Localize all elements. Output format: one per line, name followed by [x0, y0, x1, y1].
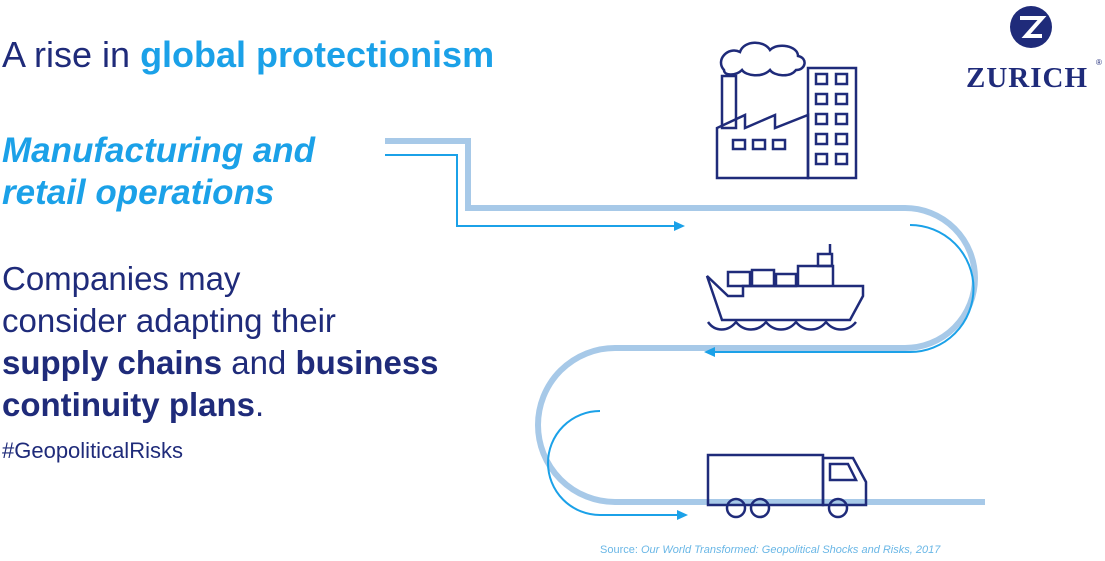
headline: A rise in global protectionism [2, 34, 494, 76]
subhead: Manufacturing and retail operations [2, 130, 315, 214]
source-label: Source: [600, 544, 641, 556]
winding-road [385, 138, 985, 505]
body-and: and [222, 344, 296, 381]
body-line-1: Companies may [2, 260, 241, 297]
ship-icon [705, 244, 865, 331]
headline-highlight: global protectionism [140, 34, 495, 75]
registered-mark: ® [1096, 58, 1102, 67]
body-period: . [255, 386, 265, 423]
factory-icon [715, 41, 858, 180]
source-note: Source: Our World Transformed: Geopoliti… [600, 544, 940, 556]
body-bold-business: business [295, 344, 439, 381]
source-title: Our World Transformed: Geopolitical Shoc… [640, 544, 941, 556]
body-bold-supply-chains: supply chains [2, 344, 223, 381]
zurich-wordmark: ZURICH [966, 62, 1089, 94]
flow-arrows [385, 154, 975, 516]
truck-icon [706, 453, 868, 519]
body-text: Companies may consider adapting their su… [2, 258, 522, 426]
body-line-2: consider adapting their [2, 302, 336, 339]
subhead-line-1: Manufacturing and [2, 131, 316, 170]
hashtag[interactable]: #GeopoliticalRisks [2, 438, 183, 463]
arrowheads [674, 221, 715, 520]
body-bold-continuity-plans: continuity plans [2, 386, 256, 423]
headline-plain: A rise in [2, 34, 141, 75]
subhead-line-2: retail operations [2, 173, 275, 212]
zurich-logo: ZURICH ® [962, 4, 1102, 94]
zurich-z-icon [1010, 6, 1052, 48]
